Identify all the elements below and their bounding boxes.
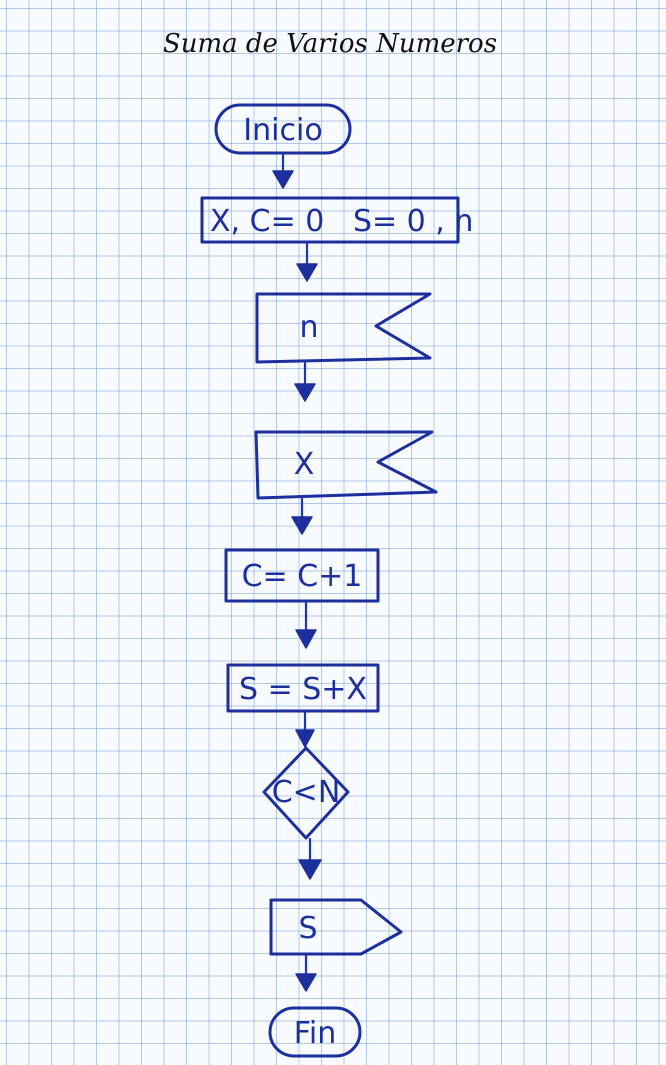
output-s-label: S xyxy=(298,911,317,946)
connector-sum-decision xyxy=(295,710,315,748)
arrow-head-icon xyxy=(294,383,316,402)
accumulator-process: S = S+X xyxy=(226,663,380,713)
accumulator-process-label: S = S+X xyxy=(239,672,367,707)
counter-process-shape xyxy=(224,548,380,603)
arrow-head-icon xyxy=(295,729,315,748)
arrow-head-icon xyxy=(295,973,317,992)
arrow-head-icon xyxy=(298,859,322,880)
input-x-shape xyxy=(254,430,438,500)
end-terminal: Fin xyxy=(268,1006,362,1058)
output-s-block: S xyxy=(269,898,403,956)
flowchart-title: Suma de Varios Numeros xyxy=(163,29,497,59)
init-process-shape xyxy=(200,196,460,244)
input-x-block: X xyxy=(254,430,438,500)
arrow-head-icon xyxy=(296,263,318,282)
input-n-shape xyxy=(255,292,432,364)
input-x-label: X xyxy=(294,447,315,482)
init-process: X, C= 0 S= 0 , n xyxy=(200,196,473,244)
accumulator-process-shape xyxy=(226,663,380,713)
arrow-head-icon xyxy=(295,629,317,649)
connector-decision-output xyxy=(298,837,322,880)
end-terminal-label: Fin xyxy=(294,1016,336,1051)
connector-input-x-count xyxy=(291,497,313,535)
start-terminal-label: Inicio xyxy=(243,113,322,148)
input-n-block: n xyxy=(255,292,432,364)
connector-count-sum xyxy=(295,600,317,649)
start-terminal: Inicio xyxy=(214,103,352,155)
arrow-head-icon xyxy=(291,516,313,535)
decision-node: C<N xyxy=(262,746,350,840)
decision-label: C<N xyxy=(272,775,341,810)
arrow-head-icon xyxy=(272,170,294,189)
counter-process-label: C= C+1 xyxy=(242,559,363,594)
connector-start-init xyxy=(272,151,294,189)
end-terminal-shape xyxy=(268,1006,362,1058)
connector-input-n-input-x xyxy=(294,361,316,402)
input-n-label: n xyxy=(299,310,318,345)
output-s-shape xyxy=(269,898,403,956)
connector-init-input-n xyxy=(296,241,318,282)
counter-process: C= C+1 xyxy=(224,548,380,603)
init-process-label: X, C= 0 S= 0 , n xyxy=(210,204,473,239)
connector-output-end xyxy=(295,953,317,992)
decision-shape xyxy=(262,746,350,840)
